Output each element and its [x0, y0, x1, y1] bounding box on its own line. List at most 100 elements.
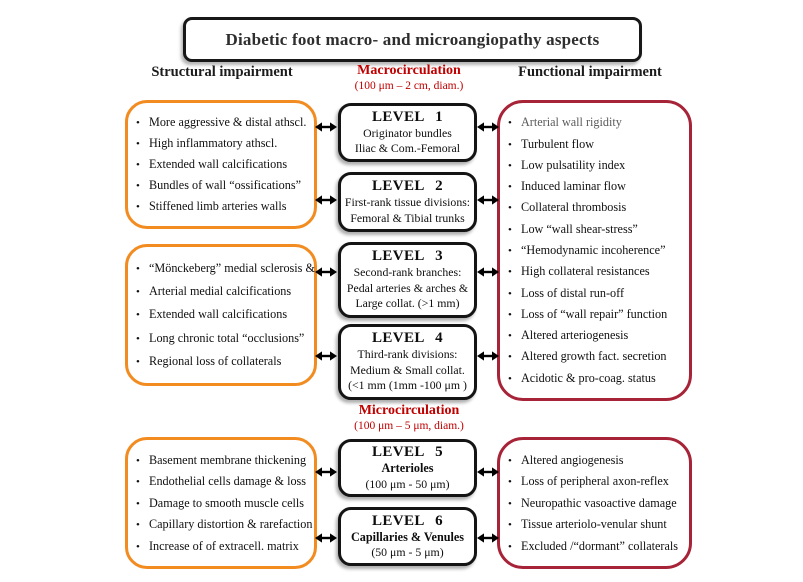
functional-column-header: Functional impairment: [518, 64, 662, 80]
list-item: •Long chronic total “occlusions”: [136, 331, 315, 346]
list-item-text: Excluded /“dormant” collaterals: [521, 538, 679, 553]
double-arrow-icon: [315, 194, 337, 206]
list-item-text: Low “wall shear-stress”: [521, 221, 638, 236]
bullet-icon: •: [508, 266, 512, 279]
list-item-text: Capillary distortion & rarefaction: [149, 517, 313, 531]
double-arrow-icon: [315, 266, 337, 278]
double-arrow-icon: [477, 350, 499, 362]
list-item: •Acidotic & pro-coag. status: [508, 371, 687, 386]
bullet-icon: •: [508, 330, 512, 343]
bullet-icon: •: [508, 308, 512, 321]
level-heading: LEVEL 2: [371, 178, 444, 194]
list-item-text: Arterial medial calcifications: [149, 284, 292, 299]
list-item-text: Low pulsatility index: [521, 157, 626, 172]
double-arrow-icon: [477, 466, 499, 478]
list-item-text: “Hemodynamic incoherence”: [521, 242, 666, 257]
double-arrow-icon: [477, 121, 499, 133]
list-item-text: Basement membrane thickening: [149, 452, 307, 467]
level-line: Second-rank branches:: [353, 265, 462, 280]
structural-box-macro-2: •“Mönckeberg” medial sclerosis & •Arteri…: [125, 244, 317, 386]
double-arrow-icon: [477, 194, 499, 206]
structural-box-micro: • Basement membrane thickening •Endotheli…: [125, 437, 317, 569]
level-5-box: LEVEL 5 Arterioles (100 μm - 50 μm): [338, 439, 477, 497]
level-heading: LEVEL 6: [371, 512, 444, 529]
bullet-icon: •: [508, 476, 512, 488]
level-line: (100 μm - 50 μm): [365, 476, 450, 491]
level-line: Large collat. (>1 mm): [355, 296, 460, 311]
list-item-text: High collateral resistances: [521, 264, 650, 279]
list-item: •Increase of of extracell. matrix: [136, 539, 312, 554]
macrocirculation-header: Macrocirculation (100 μm – 2 cm, diam.): [334, 63, 484, 92]
level-heading: LEVEL 1: [371, 108, 444, 125]
bullet-icon: •: [136, 159, 140, 171]
bullet-icon: •: [508, 117, 512, 130]
list-item-text: Neuropathic vasoactive damage: [521, 495, 677, 510]
level-line: Capillaries & Venules: [350, 529, 465, 544]
level-line: (<1 mm (1mm -100 μm ): [348, 378, 467, 393]
list-item: •Tissue arteriolo-venular shunt: [508, 517, 687, 532]
list-item: •Endothelial cells damage & loss: [136, 474, 312, 489]
list-item-text: Regional loss of collaterals: [149, 353, 282, 368]
title-box: Diabetic foot macro- and microangiopathy…: [183, 17, 642, 62]
list-item: • Low pulsatility index: [508, 158, 687, 173]
level-line: Originator bundles: [363, 125, 452, 140]
list-item: • “Hemodynamic incoherence”: [508, 243, 687, 258]
list-item: •Damage to smooth muscle cells: [136, 496, 312, 511]
list-item: • High collateral resistances: [508, 264, 687, 279]
level-line: Medium & Small collat.: [350, 362, 465, 377]
list-item: •Altered angiogenesis: [508, 453, 687, 468]
level-line: (50 μm - 5 μm): [371, 545, 444, 559]
bullet-icon: •: [508, 351, 512, 364]
bullet-icon: •: [136, 355, 140, 368]
list-item: •Induced laminar flow: [508, 179, 687, 194]
list-item: •Low “wall shear-stress”: [508, 222, 687, 237]
level-3-box: LEVEL 3 Second-rank branches: Pedal arte…: [338, 242, 477, 318]
list-item: •Loss of distal run-off: [508, 286, 687, 301]
list-item: •Arterial wall rigidity: [508, 115, 687, 130]
bullet-icon: •: [136, 180, 140, 192]
functional-box-macro: •Arterial wall rigidity •Turbulent flow …: [497, 100, 692, 401]
level-line: Iliac & Com.-Femoral: [354, 141, 461, 155]
page-title: Diabetic foot macro- and microangiopathy…: [225, 29, 600, 49]
bullet-icon: •: [508, 138, 512, 151]
list-item: •Collateral thrombosis: [508, 200, 687, 215]
bullet-list: •Arterial wall rigidity •Turbulent flow …: [500, 103, 689, 398]
bullet-list: • Basement membrane thickening •Endotheli…: [128, 440, 314, 566]
level-line: Arterioles: [381, 461, 434, 475]
list-item-text: Endothelial cells damage & loss: [149, 474, 307, 488]
double-arrow-icon: [315, 121, 337, 133]
list-item-text: Extended wall calcifications: [149, 157, 288, 171]
level-line: Pedal arteries & arches &: [346, 280, 469, 295]
list-item: •Capillary distortion & rarefaction: [136, 517, 312, 532]
bullet-icon: •: [508, 519, 512, 531]
level-heading: LEVEL 5: [371, 444, 444, 460]
list-item: •Altered arteriogenesis: [508, 328, 687, 343]
level-2-box: LEVEL 2 First-rank tissue divisions: Fem…: [338, 172, 477, 232]
bullet-icon: •: [508, 540, 512, 553]
bullet-icon: •: [136, 540, 140, 553]
double-arrow-icon: [315, 532, 337, 544]
list-item-text: Long chronic total “occlusions”: [149, 330, 305, 345]
structural-column-header: Structural impairment: [151, 64, 293, 80]
list-item-text: Stiffened limb arteries walls: [149, 199, 287, 213]
list-item: •High inflammatory athscl.: [136, 136, 312, 151]
list-item-text: Turbulent flow: [521, 136, 595, 151]
list-item-text: Bundles of wall “ossifications”: [149, 178, 301, 192]
bullet-icon: •: [508, 244, 512, 257]
bullet-icon: •: [136, 309, 140, 322]
list-item-text: Loss of “wall repair” function: [521, 306, 668, 321]
level-4-box: LEVEL 4 Third-rank divisions: Medium & S…: [338, 324, 477, 400]
list-item-text: Damage to smooth muscle cells: [149, 495, 305, 510]
level-heading: LEVEL 4: [371, 330, 444, 347]
list-item-text: Loss of peripheral axon-reflex: [521, 474, 669, 488]
list-item-text: Altered angiogenesis: [521, 452, 624, 467]
bullet-icon: •: [508, 202, 512, 215]
list-item: •Extended wall calcifications: [136, 307, 315, 322]
bullet-icon: •: [508, 159, 512, 172]
list-item: •Neuropathic vasoactive damage: [508, 496, 687, 511]
bullet-list: •“Mönckeberg” medial sclerosis & •Arteri…: [128, 247, 317, 383]
level-line: Femoral & Tibial trunks: [350, 210, 465, 225]
bullet-icon: •: [136, 286, 140, 299]
list-item-text: High inflammatory athscl.: [149, 136, 278, 150]
